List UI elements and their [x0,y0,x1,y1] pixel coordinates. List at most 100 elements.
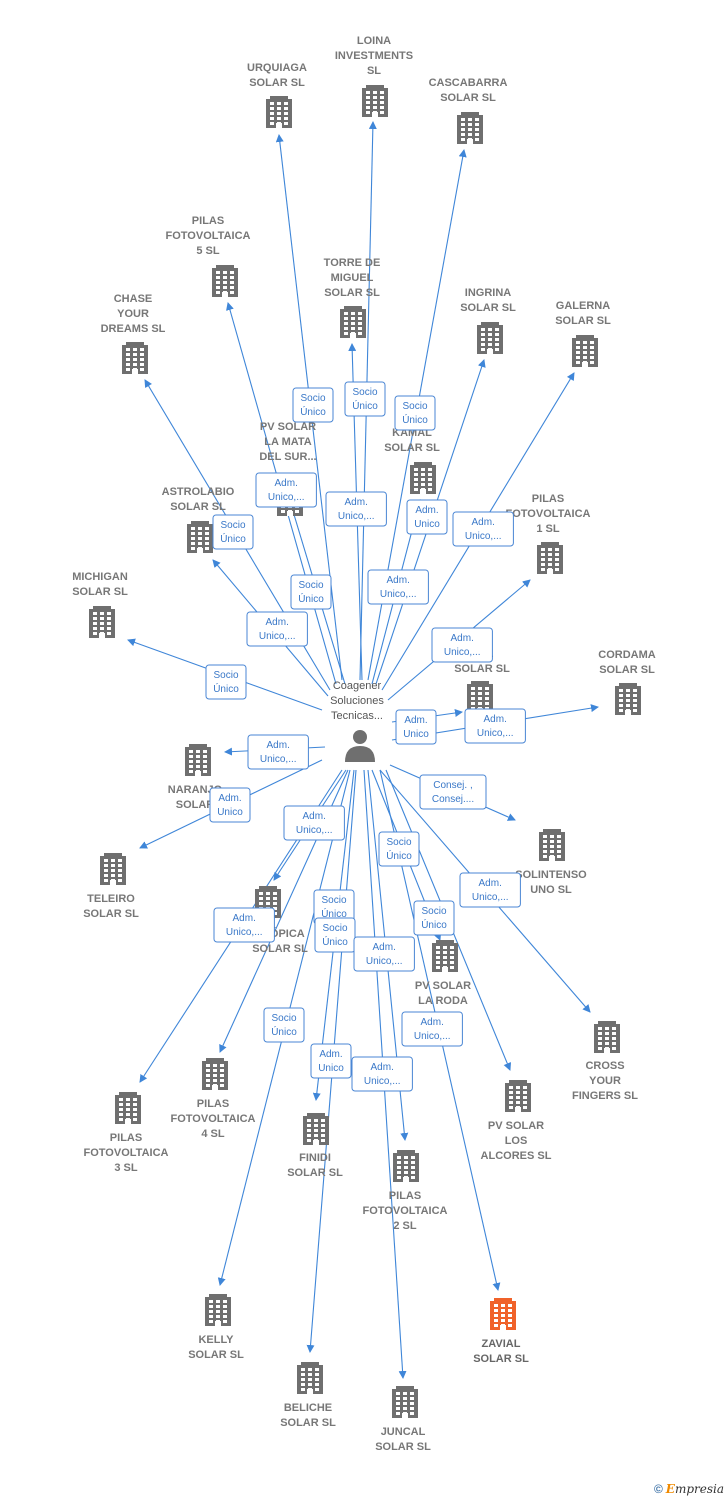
relation-box[interactable]: Adm.Unico,... [213,907,275,943]
relation-label: Consej. , [433,780,472,791]
building-icon [89,606,115,638]
relation-box[interactable]: Adm.Unico,... [459,872,521,908]
center-label: Coagener [333,680,382,692]
building-icon [297,1362,323,1394]
relation-box[interactable]: Adm. Unico,... [353,936,415,972]
relation-label: Adm. [415,505,438,516]
relation-label: Adm. [233,913,256,924]
footer-brand[interactable]: ©Empresia [654,1482,724,1496]
relation-label: Adm. [218,793,241,804]
relation-label: Único [300,405,326,418]
center-label: Soluciones [330,695,384,707]
relation-box[interactable]: Adm.Unico,... [283,805,345,841]
relation-label: Socio [220,520,245,531]
building-icon [185,744,211,776]
relation-box[interactable]: Adm.Unico [209,787,251,823]
relation-box[interactable]: Adm.Unico,... [401,1011,463,1047]
relation-box[interactable]: Adm.Unico,... [246,611,308,647]
relation-label: Adm. [421,1017,444,1028]
relation-label: Adm. [275,478,298,489]
company-node-nal[interactable]: NALSOLAR SL [454,648,510,713]
relation-label: Adm. [371,1062,394,1073]
relation-box[interactable]: Adm.Unico,... [431,627,493,663]
relation-box[interactable]: Consej. ,Consej.... [419,774,487,810]
relation-box[interactable]: Adm.Unico,... [351,1056,413,1092]
relation-box[interactable]: Adm.Unico,... [464,708,526,744]
relation-box[interactable]: Adm.Unico,... [367,569,429,605]
brand-name: mpresia [674,1482,724,1496]
relation-box[interactable]: Adm.Unico [406,499,448,535]
building-icon [362,85,388,117]
relation-box[interactable]: Adm.Unico,... [452,511,514,547]
relation-label: Unico,... [338,511,375,522]
relation-box[interactable]: Adm.Unico [310,1043,352,1079]
center-node[interactable]: CoagenerSolucionesTecnicas... [330,680,384,762]
building-icon [477,322,503,354]
relation-label: Unico,... [366,956,403,967]
relation-box[interactable]: Adm.Unico,... [247,734,309,770]
brand-initial: E [665,1482,675,1496]
relation-box[interactable]: Adm.Unico,... [325,491,387,527]
relation-label: Adm. [319,1049,342,1060]
relation-box[interactable]: Adm.Unico [395,709,437,745]
building-icon [410,462,436,494]
building-icon [205,1294,231,1326]
relation-label: Unico,... [465,531,502,542]
building-icon [537,542,563,574]
building-icon [266,96,292,128]
relation-label: Adm. [404,715,427,726]
building-icon [467,681,493,713]
relation-label: Adm. [373,942,396,953]
relation-box[interactable]: Adm.Unico,... [255,472,317,508]
